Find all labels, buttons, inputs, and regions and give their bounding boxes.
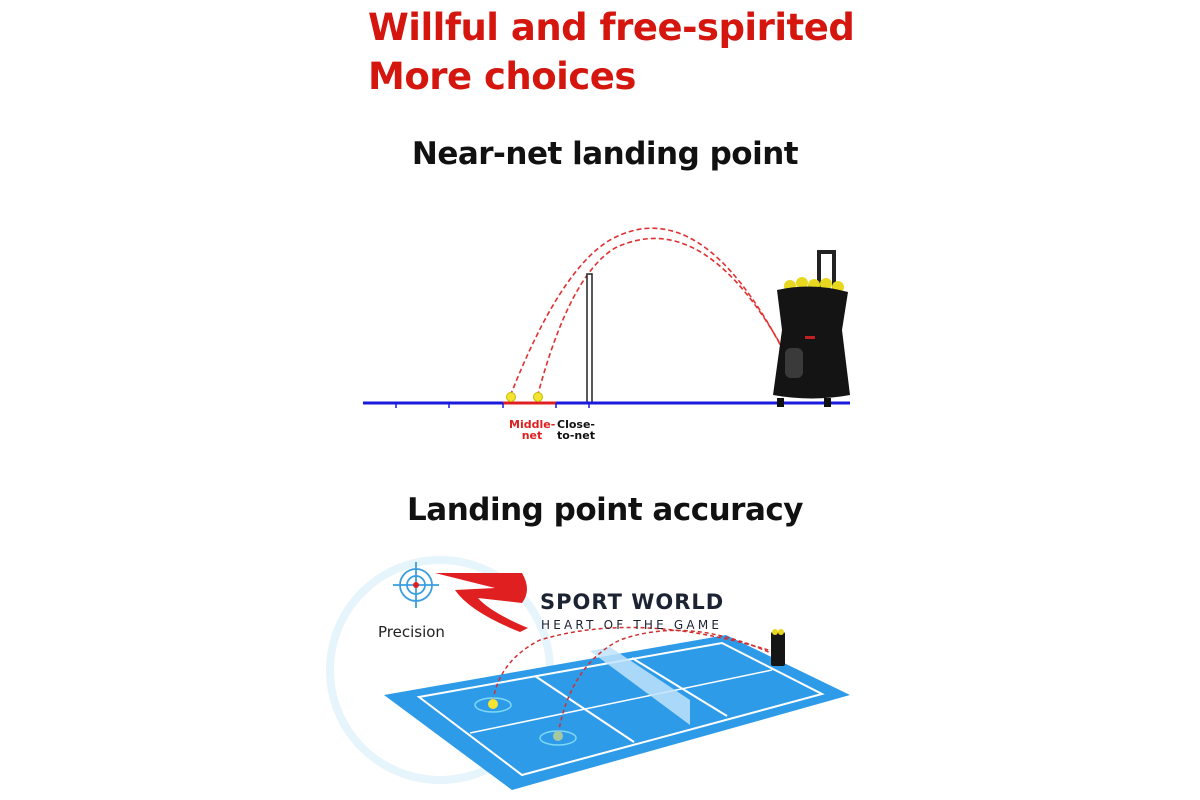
brand-tagline: HEART OF THE GAME	[541, 618, 723, 632]
middle-net-label-line2: net	[521, 429, 543, 442]
sport-world-logo-swoosh	[435, 573, 528, 632]
close-to-net-label: Close- to-net	[556, 419, 596, 441]
ball-icon	[553, 731, 563, 741]
middle-net-label-line1: Middle-	[509, 418, 556, 431]
brand-name: SPORT WORLD	[540, 590, 725, 614]
ground-ticks	[395, 403, 590, 408]
near-net-title: Near-net landing point	[411, 136, 799, 172]
ball-icon	[506, 392, 516, 402]
ball-icon	[488, 699, 498, 709]
close-to-net-label-line2: to-net	[557, 429, 595, 442]
ball-icon	[533, 392, 543, 402]
headline-line-1: Willful and free-spirited	[368, 6, 855, 49]
ball-machine-icon	[773, 250, 850, 407]
trajectory-arc	[492, 626, 776, 701]
trajectory-arc	[557, 629, 776, 736]
trajectory-arc	[537, 237, 788, 395]
net-post	[586, 273, 593, 404]
accuracy-title: Landing point accuracy	[407, 492, 803, 528]
close-to-net-label-line1: Close-	[557, 418, 595, 431]
pickleball-court	[384, 635, 850, 790]
trajectory-arc	[510, 227, 785, 395]
middle-net-label: Middle- net	[509, 419, 555, 441]
headline-line-2: More choices	[368, 55, 636, 98]
precision-label: Precision	[378, 623, 445, 641]
ball-machine-icon	[771, 629, 785, 666]
